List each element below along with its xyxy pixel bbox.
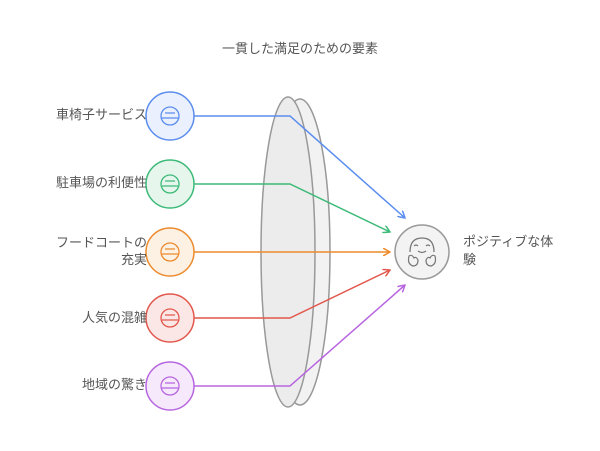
connector-arrow: [194, 270, 390, 319]
label-line: 充実: [120, 253, 147, 268]
label-line: フードコートの: [55, 236, 147, 251]
factor-label-surprise: 地域の驚き: [81, 378, 147, 393]
factor-label-wheelchair: 車椅子サービス: [55, 108, 147, 123]
label-line: 験: [463, 253, 477, 268]
connector-arrow: [194, 183, 390, 232]
factor-label-parking: 駐車場の利便性: [55, 176, 147, 191]
food-court-icon: [145, 227, 195, 277]
surprise-face-icon: [145, 361, 195, 411]
factor-label-crowd: 人気の混雑: [81, 311, 147, 326]
happy-face-icon: [394, 224, 450, 280]
outcome-label: ポジティブな体験: [463, 234, 553, 270]
wheelchair-icon: [145, 91, 195, 141]
crowd-icon: [145, 293, 195, 343]
label-line: ポジティブな体: [463, 235, 554, 250]
diagram-title: 一貫した満足のための要素: [221, 42, 378, 57]
connector-arrow: [194, 285, 405, 387]
connector-arrow: [194, 115, 405, 218]
parking-car-icon: [145, 159, 195, 209]
factor-label-food-court: フードコートの充実: [56, 235, 147, 269]
